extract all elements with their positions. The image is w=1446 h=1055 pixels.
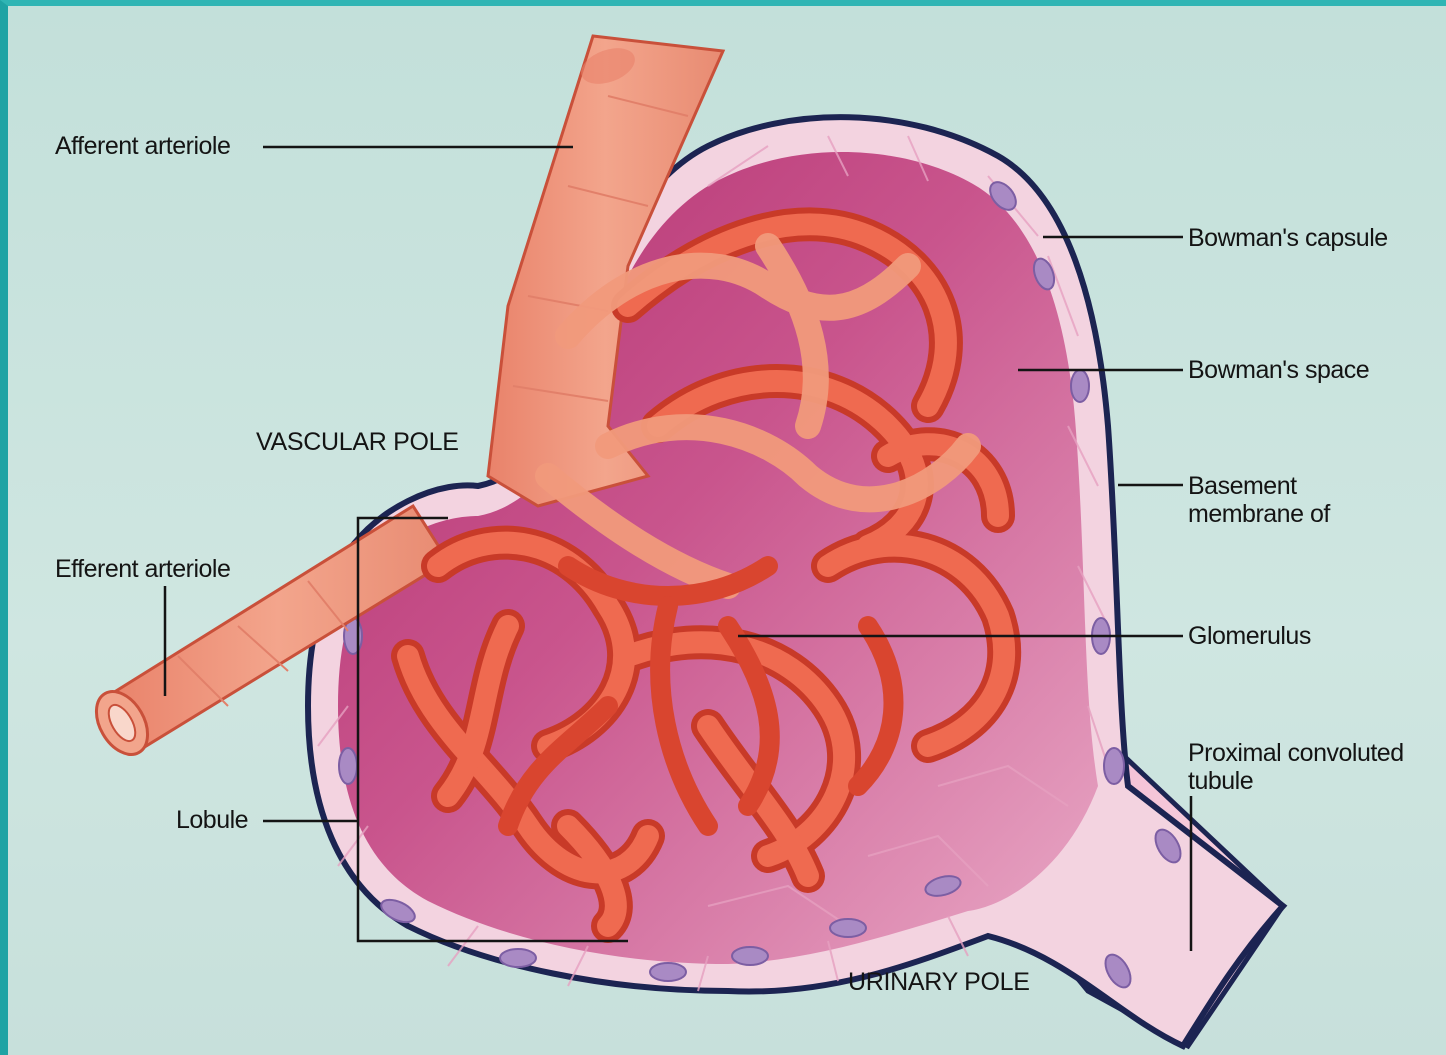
label-proximal-tubule-line2: tubule bbox=[1188, 767, 1253, 795]
label-basement-membrane-line2: membrane of bbox=[1188, 500, 1330, 528]
label-afferent-arteriole: Afferent arteriole bbox=[55, 132, 230, 160]
label-proximal-tubule-line1: Proximal convoluted bbox=[1188, 739, 1404, 767]
label-vascular-pole: VASCULAR POLE bbox=[256, 428, 459, 456]
renal-corpuscle-illustration bbox=[8, 6, 1446, 1055]
label-bowmans-space: Bowman's space bbox=[1188, 356, 1369, 384]
label-glomerulus: Glomerulus bbox=[1188, 622, 1311, 650]
label-efferent-arteriole: Efferent arteriole bbox=[55, 555, 230, 583]
label-urinary-pole: URINARY POLE bbox=[848, 968, 1030, 996]
label-lobule: Lobule bbox=[176, 806, 248, 834]
label-basement-membrane-line1: Basement bbox=[1188, 472, 1297, 500]
label-bowmans-capsule: Bowman's capsule bbox=[1188, 224, 1388, 252]
